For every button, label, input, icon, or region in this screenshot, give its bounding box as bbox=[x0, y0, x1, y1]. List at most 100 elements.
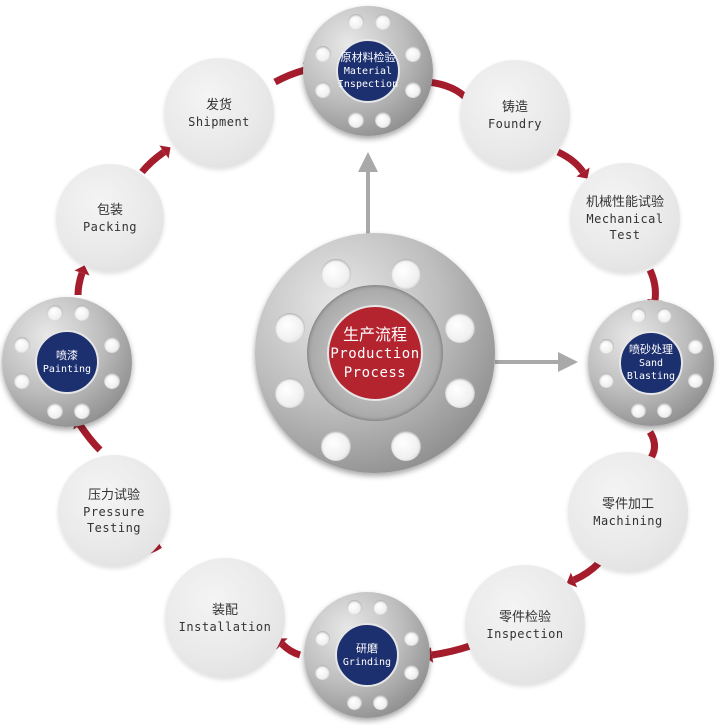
flange-hole bbox=[405, 46, 421, 62]
center-flange-hole bbox=[391, 259, 421, 289]
step-core: 喷漆 Painting bbox=[35, 330, 99, 394]
flange-hole bbox=[104, 337, 120, 353]
flange-hole bbox=[657, 308, 672, 323]
flange-hole bbox=[405, 82, 421, 98]
process-arrow bbox=[77, 423, 103, 453]
step-label-zh: 装配 bbox=[211, 602, 238, 618]
step-label-en-line1: Sand Blasting bbox=[626, 358, 676, 382]
center-process-core: 生产流程 Production Process bbox=[327, 305, 423, 401]
step-label-en-line1: Mechanical bbox=[586, 211, 664, 226]
step-pressure-testing: 压力试验 Pressure Testing bbox=[58, 455, 170, 567]
center-flange-hole bbox=[391, 431, 421, 461]
center-arrow-right-head bbox=[558, 352, 578, 372]
flange-hole bbox=[14, 337, 30, 353]
flange-hole bbox=[631, 308, 646, 323]
center-title-en-line2: Process bbox=[343, 364, 407, 381]
step-core: 原材料检验 Material Inspection bbox=[336, 39, 400, 103]
step-foundry: 铸造 Foundry bbox=[460, 60, 570, 170]
flange-hole bbox=[375, 112, 391, 128]
process-arrow bbox=[273, 66, 306, 86]
flange-hole bbox=[47, 305, 63, 321]
step-label-en-line1: Packing bbox=[82, 219, 138, 234]
flange-hole bbox=[315, 631, 330, 646]
step-label-zh: 压力试验 bbox=[87, 487, 140, 503]
step-shipment: 发货 Shipment bbox=[164, 58, 274, 168]
step-label-en-line2: Testing bbox=[86, 520, 142, 535]
flange-hole bbox=[375, 14, 391, 30]
process-arrow bbox=[556, 148, 586, 175]
center-flange-hole bbox=[275, 378, 305, 408]
step-label-en-line2: Test bbox=[609, 227, 641, 242]
step-machining: 零件加工 Machining bbox=[568, 452, 688, 572]
flange-hole bbox=[104, 373, 120, 389]
step-label-en-line1: Material bbox=[343, 66, 393, 77]
step-label-zh: 机械性能试验 bbox=[585, 194, 664, 210]
step-core: 研磨 Grinding bbox=[335, 623, 399, 687]
flange-hole bbox=[347, 600, 362, 615]
step-mechanical-test: 机械性能试验 Mechanical Test bbox=[570, 163, 680, 273]
process-arrow bbox=[431, 642, 472, 659]
flange-hole bbox=[373, 600, 388, 615]
step-label-zh: 发货 bbox=[205, 97, 232, 113]
process-arrow bbox=[74, 271, 86, 296]
flange-hole bbox=[347, 695, 362, 710]
flange-hole bbox=[315, 665, 330, 680]
center-flange-hole bbox=[321, 431, 351, 461]
flange-hole bbox=[315, 82, 331, 98]
step-label-en-line1: Installation bbox=[178, 619, 272, 634]
flange-hole bbox=[688, 373, 703, 388]
step-label-en-line1: Painting bbox=[42, 363, 92, 375]
step-label-en-line1: Shipment bbox=[188, 114, 250, 129]
center-flange-hole bbox=[445, 313, 475, 343]
process-arrow bbox=[139, 149, 167, 175]
process-arrow-head bbox=[576, 167, 590, 179]
step-core: 喷砂处理 Sand Blasting bbox=[619, 331, 683, 395]
step-label-en-line1: Grinding bbox=[342, 656, 392, 668]
step-label-zh: 零件检验 bbox=[498, 609, 551, 625]
flange-hole bbox=[373, 695, 388, 710]
flange-hole bbox=[74, 403, 90, 419]
step-sand-blasting: 喷砂处理 Sand Blasting bbox=[588, 300, 714, 426]
flange-hole bbox=[404, 665, 419, 680]
flange-hole bbox=[599, 339, 614, 354]
step-label-zh: 研磨 bbox=[356, 641, 378, 655]
step-label-zh: 铸造 bbox=[501, 99, 528, 115]
step-label-zh: 零件加工 bbox=[601, 496, 654, 512]
process-arrow bbox=[572, 559, 603, 584]
center-title-en-line1: Production bbox=[330, 345, 420, 362]
flange-hole bbox=[47, 403, 63, 419]
step-installation: 装配 Installation bbox=[165, 558, 285, 678]
flange-hole bbox=[631, 403, 646, 418]
step-material-inspection: 原材料检验 Material Inspection bbox=[303, 6, 433, 136]
center-flange: 生产流程 Production Process bbox=[255, 233, 495, 473]
step-label-en-line2: Inspection bbox=[337, 79, 399, 90]
flange-hole bbox=[657, 403, 672, 418]
process-arrow bbox=[279, 641, 302, 659]
flange-hole bbox=[348, 14, 364, 30]
process-arrow bbox=[646, 268, 659, 301]
step-label-zh: 喷漆 bbox=[56, 348, 78, 362]
center-title-zh: 生产流程 bbox=[342, 324, 407, 344]
flange-hole bbox=[348, 112, 364, 128]
flange-hole bbox=[315, 46, 331, 62]
process-arrow-head bbox=[159, 145, 171, 159]
flange-hole bbox=[404, 631, 419, 646]
step-packing: 包装 Packing bbox=[56, 164, 164, 272]
flange-hole bbox=[74, 305, 90, 321]
step-grinding: 研磨 Grinding bbox=[304, 592, 430, 718]
step-label-en-line1: Machining bbox=[593, 513, 663, 528]
step-inspection: 零件检验 Inspection bbox=[465, 565, 585, 685]
step-label-en-line1: Pressure bbox=[83, 504, 145, 519]
center-flange-hole bbox=[321, 259, 351, 289]
step-label-zh: 喷砂处理 bbox=[629, 343, 673, 356]
center-flange-hole bbox=[445, 378, 475, 408]
step-label-zh: 包装 bbox=[96, 202, 123, 218]
center-flange-hole bbox=[275, 313, 305, 343]
step-label-en-line1: Inspection bbox=[486, 626, 564, 641]
flange-hole bbox=[599, 373, 614, 388]
process-arrow-head bbox=[74, 265, 90, 276]
step-label-zh: 原材料检验 bbox=[340, 51, 396, 64]
center-arrow-up-head bbox=[358, 152, 378, 172]
